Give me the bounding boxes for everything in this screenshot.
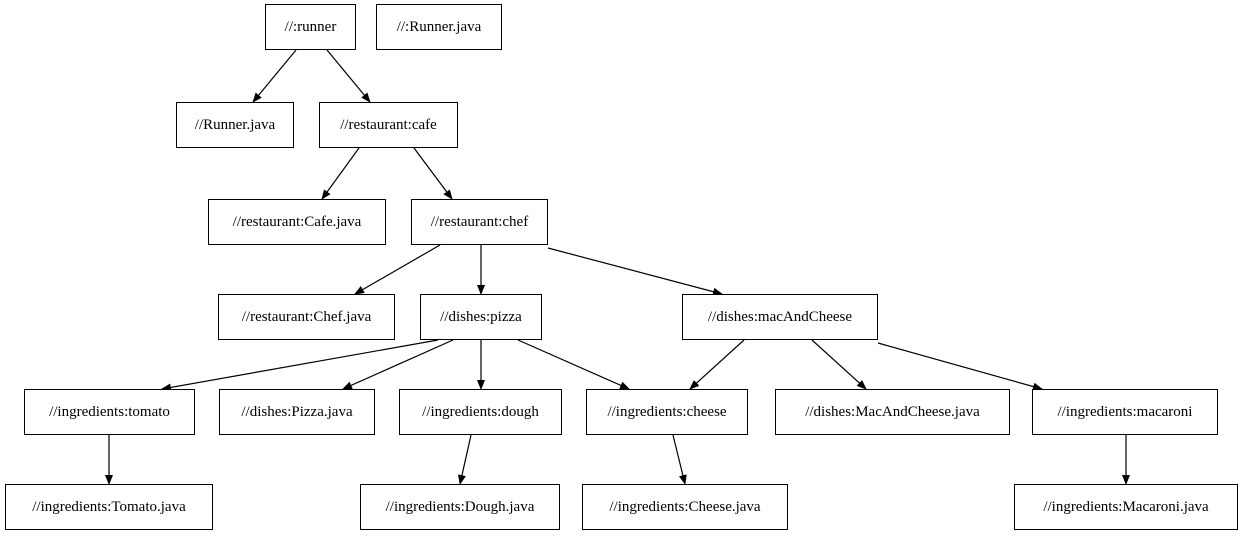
graph-node-label: //ingredients:Tomato.java: [32, 498, 186, 515]
graph-node-macaroni_java[interactable]: //ingredients:Macaroni.java: [1014, 484, 1238, 530]
graph-node-label: //Runner.java: [194, 116, 276, 133]
graph-node-tomato_java[interactable]: //ingredients:Tomato.java: [5, 484, 213, 530]
graph-node-label: //:runner: [284, 18, 337, 35]
graph-node-pizza_java[interactable]: //dishes:Pizza.java: [219, 389, 375, 435]
graph-node-label: //restaurant:Cafe.java: [232, 213, 362, 230]
graph-node-ing_macaroni[interactable]: //ingredients:macaroni: [1032, 389, 1218, 435]
graph-node-runner_java_root[interactable]: //:Runner.java: [376, 4, 502, 50]
graph-node-mac_java[interactable]: //dishes:MacAndCheese.java: [775, 389, 1010, 435]
graph-node-restaurant_chef[interactable]: //restaurant:chef: [411, 199, 548, 245]
graph-node-ing_cheese[interactable]: //ingredients:cheese: [586, 389, 748, 435]
graph-node-restaurant_cafe[interactable]: //restaurant:cafe: [319, 102, 458, 148]
graph-node-runner_java[interactable]: //Runner.java: [176, 102, 294, 148]
graph-node-label: //ingredients:Macaroni.java: [1043, 498, 1209, 515]
graph-node-label: //restaurant:Chef.java: [241, 308, 372, 325]
graph-node-dough_java[interactable]: //ingredients:Dough.java: [360, 484, 560, 530]
graph-node-label: //:Runner.java: [396, 18, 482, 35]
graph-node-label: //ingredients:cheese: [607, 403, 727, 420]
graph-node-label: //ingredients:tomato: [49, 403, 170, 420]
graph-node-dishes_pizza[interactable]: //dishes:pizza: [420, 294, 542, 340]
graph-node-label: //dishes:Pizza.java: [241, 403, 353, 420]
graph-node-label: //restaurant:cafe: [340, 116, 437, 133]
graph-node-label: //ingredients:macaroni: [1057, 403, 1193, 420]
graph-node-dishes_mac[interactable]: //dishes:macAndCheese: [682, 294, 878, 340]
graph-node-runner[interactable]: //:runner: [265, 4, 356, 50]
graph-node-label: //dishes:MacAndCheese.java: [805, 403, 980, 420]
graph-node-cafe_java[interactable]: //restaurant:Cafe.java: [208, 199, 386, 245]
graph-node-label: //ingredients:Cheese.java: [609, 498, 761, 515]
graph-node-label: //restaurant:chef: [430, 213, 529, 230]
graph-node-label: //dishes:pizza: [440, 308, 522, 325]
graph-node-ing_tomato[interactable]: //ingredients:tomato: [24, 389, 195, 435]
graph-node-label: //ingredients:dough: [422, 403, 539, 420]
graph-node-label: //dishes:macAndCheese: [707, 308, 853, 325]
graph-node-ing_dough[interactable]: //ingredients:dough: [399, 389, 562, 435]
graph-node-label: //ingredients:Dough.java: [385, 498, 535, 515]
graph-node-chef_java[interactable]: //restaurant:Chef.java: [218, 294, 395, 340]
graph-node-cheese_java[interactable]: //ingredients:Cheese.java: [582, 484, 788, 530]
